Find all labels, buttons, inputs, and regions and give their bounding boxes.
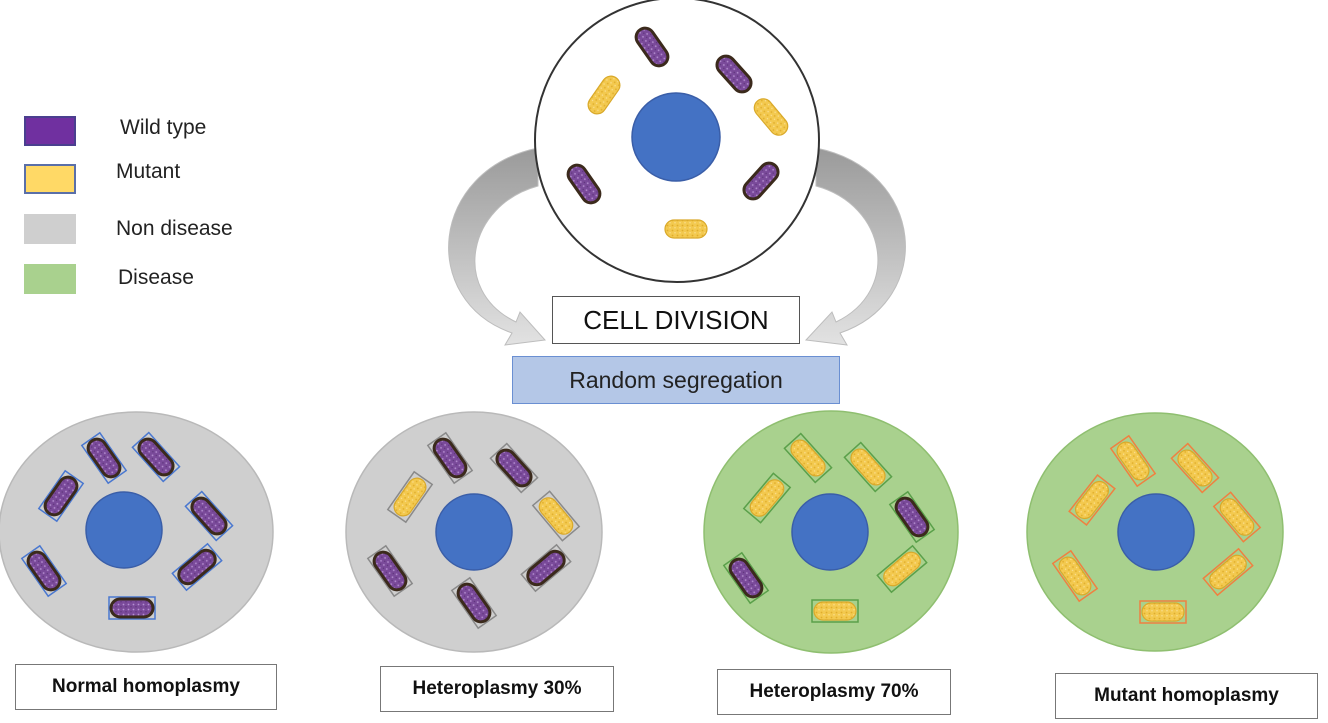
daughter-cell-hetero-70 xyxy=(703,410,959,654)
mutant-mitochondrion xyxy=(1212,491,1262,543)
mutant-mitochondrion xyxy=(811,599,859,623)
legend-label-non-disease: Non disease xyxy=(116,217,233,240)
mutant-mitochondrion xyxy=(1068,474,1116,526)
legend-swatch-non-disease xyxy=(24,214,76,244)
wild-type-mitochondrion xyxy=(366,544,414,598)
outcome-label-heteroplasmy-70: Heteroplasmy 70% xyxy=(717,669,951,715)
daughter-cell-normal xyxy=(0,411,274,653)
mutant-mitochondrion xyxy=(664,219,708,239)
wild-type-mitochondrion xyxy=(426,431,474,485)
wild-type-mitochondrion xyxy=(131,431,181,483)
mutant-mitochondrion xyxy=(783,432,833,484)
wild-type-mitochondrion xyxy=(489,442,539,494)
wild-type-mitochondrion xyxy=(37,469,85,523)
wild-type-mitochondrion xyxy=(108,596,156,620)
mutant-mitochondrion xyxy=(843,441,893,493)
mutant-mitochondrion xyxy=(876,544,928,594)
left-curved-arrow xyxy=(448,147,547,346)
outcome-label-normal-homoplasmy: Normal homoplasmy xyxy=(15,664,277,710)
legend-label-disease: Disease xyxy=(118,266,194,289)
mutant-mitochondrion xyxy=(1051,549,1099,603)
wild-type-mitochondrion xyxy=(742,161,780,201)
nucleus-hetero-70 xyxy=(791,493,869,571)
cell-division-label: CELL DIVISION xyxy=(552,296,800,344)
mutant-mitochondrion xyxy=(753,98,789,136)
wild-type-mitochondrion xyxy=(715,54,753,94)
legend-label-mutant: Mutant xyxy=(116,160,181,183)
daughter-cell-mutant xyxy=(1026,412,1284,652)
legend-label-wild-type: Wild type xyxy=(120,116,207,139)
outcome-label-mutant-homoplasmy: Mutant homoplasmy xyxy=(1055,673,1318,719)
wild-type-mitochondrion xyxy=(634,26,670,68)
mutant-mitochondrion xyxy=(531,490,581,542)
mutant-mitochondrion xyxy=(1109,434,1157,488)
wild-type-mitochondrion xyxy=(888,490,936,544)
nucleus-mutant xyxy=(1117,493,1195,571)
mutant-mitochondrion xyxy=(1170,442,1220,494)
wild-type-mitochondrion xyxy=(566,163,602,205)
legend-swatch-disease xyxy=(24,264,76,294)
wild-type-mitochondrion xyxy=(520,543,572,593)
wild-type-mitochondrion xyxy=(184,490,234,542)
parent-nucleus xyxy=(631,92,721,182)
wild-type-mitochondrion xyxy=(450,576,498,630)
right-curved-arrow xyxy=(804,147,906,346)
wild-type-mitochondrion xyxy=(20,544,68,598)
parent-cell xyxy=(534,0,820,283)
outcome-label-heteroplasmy-30: Heteroplasmy 30% xyxy=(380,666,614,712)
wild-type-mitochondrion xyxy=(80,431,128,485)
nucleus-hetero-30 xyxy=(435,493,513,571)
mutant-mitochondrion xyxy=(1202,547,1254,597)
mutant-mitochondrion xyxy=(742,472,792,524)
random-segregation-label: Random segregation xyxy=(512,356,840,404)
legend-swatch-wild-type xyxy=(24,116,76,146)
daughter-cell-hetero-30 xyxy=(345,411,603,653)
legend-swatch-mutant xyxy=(24,164,76,194)
wild-type-mitochondrion xyxy=(722,551,770,605)
mutant-mitochondrion xyxy=(587,75,621,115)
wild-type-mitochondrion xyxy=(171,542,223,592)
nucleus-normal xyxy=(85,491,163,569)
mutant-mitochondrion xyxy=(1139,600,1187,624)
mutant-mitochondrion xyxy=(386,470,434,524)
